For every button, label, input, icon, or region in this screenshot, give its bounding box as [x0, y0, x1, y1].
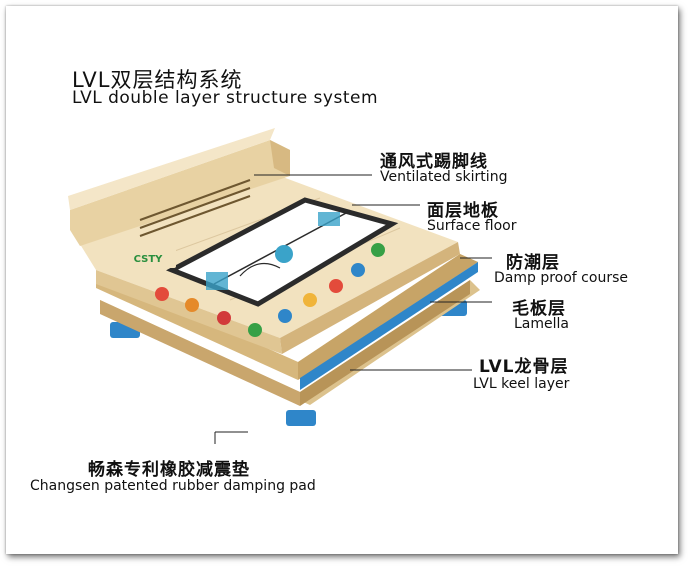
callout-keel-en: LVL keel layer: [473, 376, 570, 392]
callout-keel-cn: LVL龙骨层: [479, 357, 569, 377]
court-graphic: [166, 197, 399, 307]
callout-surface-cn: 面层地板: [427, 201, 499, 221]
rubber-pad: [286, 410, 316, 426]
callout-skirting-en: Ventilated skirting: [380, 169, 508, 185]
callout-lamella-en: Lamella: [514, 316, 569, 332]
callout-damp-en: Damp proof course: [494, 270, 628, 286]
brand-badges: [155, 243, 385, 337]
callout-pad-cn: 畅森专利橡胶减震垫: [88, 460, 250, 480]
keel-layer: [100, 280, 480, 406]
callout-damp-cn: 防潮层: [506, 253, 560, 273]
logo-text: CSTY: [134, 254, 164, 265]
callout-pad-en: Changsen patented rubber damping pad: [30, 478, 316, 494]
brand-logo: CSTY: [120, 246, 176, 268]
callout-skirting-cn: 通风式踢脚线: [380, 152, 488, 172]
skirting-board: [68, 128, 290, 246]
callout-leaders: [214, 174, 492, 444]
callout-surface-en: Surface floor: [427, 218, 517, 234]
title-en: LVL double layer structure system: [72, 88, 379, 108]
callout-lamella-cn: 毛板层: [512, 299, 566, 319]
title-cn: LVL双层结构系统: [72, 68, 243, 92]
